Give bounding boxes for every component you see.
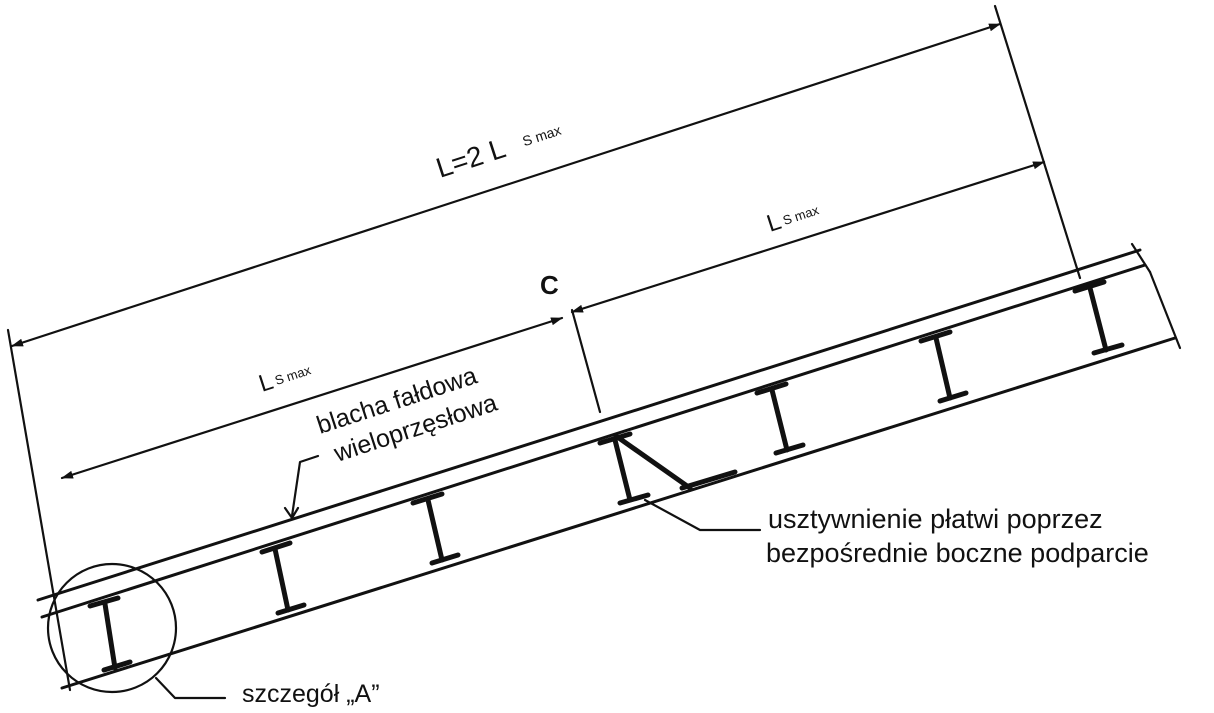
- bracing-label-line2: bezpośrednie boczne podparcie: [766, 538, 1149, 568]
- purlin: [410, 491, 461, 566]
- left-span-sub: S max: [273, 362, 313, 388]
- dim-line-right-span: [570, 160, 1046, 314]
- right-span-label: L S max: [764, 202, 822, 238]
- dim-line-left-span: [60, 316, 564, 480]
- total-dimension-main: L=2 L: [432, 132, 509, 183]
- detail-a-circle: [46, 562, 178, 694]
- left-span-label: L S max: [256, 362, 314, 398]
- purlin: [1072, 279, 1125, 356]
- total-dimension-sub: S max: [520, 122, 563, 149]
- lateral-brace: [613, 433, 693, 491]
- dim-line-total: [10, 22, 1002, 348]
- right-end-line: [1148, 270, 1182, 350]
- detail-a-leader: [154, 676, 227, 700]
- sheet-label: blacha fałdowa wieloprzęsłowa: [313, 362, 500, 468]
- purlin: [918, 329, 969, 404]
- right-span-sub: S max: [781, 202, 821, 228]
- sheet-leader-tick: [283, 506, 300, 520]
- lower-chord-line: [60, 336, 1177, 690]
- brace-foot: [679, 469, 738, 491]
- extension-line-c: [570, 308, 602, 414]
- right-span-main: L: [764, 208, 785, 238]
- extension-line-right: [993, 4, 1082, 280]
- bracing-label-line1: usztywnienie płatwi poprzez: [768, 504, 1103, 534]
- detail-a-label: szczegół „A”: [242, 680, 380, 708]
- point-c-label: C: [540, 270, 559, 300]
- purlin: [754, 381, 806, 456]
- sheet-leader: [290, 454, 320, 518]
- purlin-braced: [597, 431, 651, 506]
- purlin: [87, 595, 133, 673]
- bracing-leader: [643, 498, 762, 532]
- left-span-main: L: [256, 368, 277, 398]
- purlin: [259, 540, 307, 616]
- extension-line-left: [6, 328, 72, 692]
- sheet-end-cap: [1130, 242, 1152, 274]
